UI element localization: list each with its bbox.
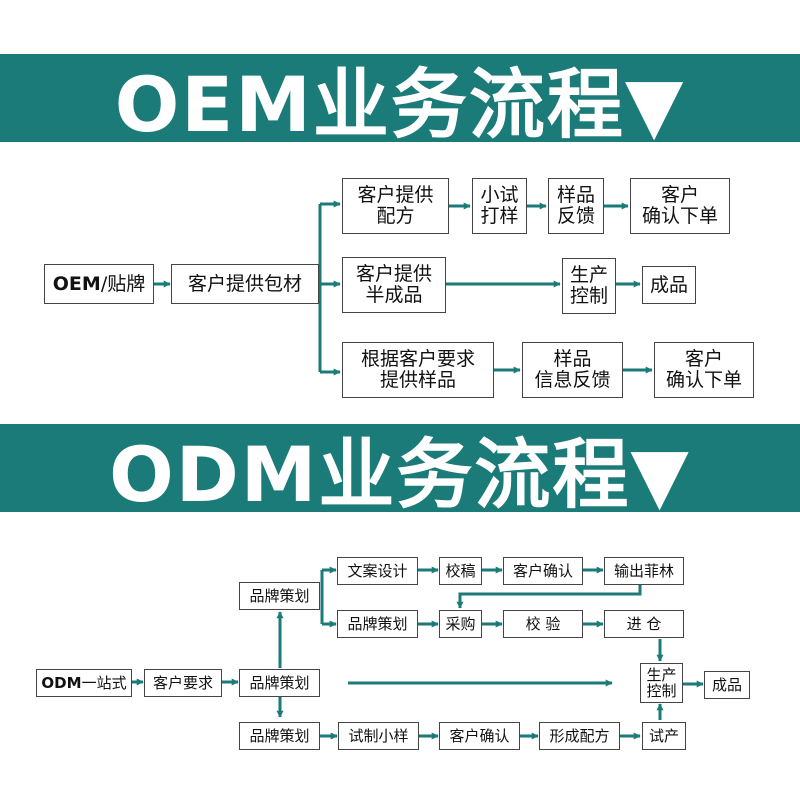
odm-start-box: ODM一站式 — [36, 669, 132, 697]
odm-start-suffix: 一站式 — [81, 673, 127, 692]
oem-start-prefix: OEM — [52, 272, 101, 295]
odm-trial-production: 试产 — [642, 722, 686, 750]
odm-copy-design: 文案设计 — [337, 557, 418, 585]
oem-banner: OEM业务流程▼ — [0, 54, 800, 149]
oem-confirm-order-2: 客户 确认下单 — [654, 342, 754, 398]
odm-brand-plan-main: 品牌策划 — [239, 669, 320, 697]
oem-semi-finished: 客户提供 半成品 — [342, 257, 446, 313]
odm-customer-confirm-2: 客户确认 — [439, 722, 520, 750]
oem-start-suffix: /贴牌 — [100, 272, 146, 295]
oem-production-control: 生产 控制 — [562, 258, 616, 314]
odm-customer-confirm-1: 客户确认 — [503, 557, 583, 585]
oem-supply-packaging: 客户提供包材 — [171, 264, 319, 304]
odm-warehouse: 进 仓 — [604, 610, 684, 638]
oem-sample-feedback: 样品 反馈 — [548, 178, 604, 234]
oem-by-request: 根据客户要求 提供样品 — [342, 342, 494, 398]
oem-start-box: OEM/贴牌 — [44, 264, 154, 304]
oem-formula: 客户提供 配方 — [342, 178, 449, 234]
odm-inspection: 校 验 — [503, 610, 583, 638]
odm-brand-plan-bottom: 品牌策划 — [239, 722, 320, 750]
odm-output-film: 输出菲林 — [604, 557, 684, 585]
odm-finished: 成品 — [704, 671, 750, 699]
odm-purchase: 采购 — [439, 610, 482, 638]
oem-finished: 成品 — [642, 266, 696, 304]
oem-confirm-order-1: 客户 确认下单 — [630, 178, 730, 234]
odm-trial-sample: 试制小样 — [338, 722, 419, 750]
odm-brand-plan-mid: 品牌策划 — [337, 610, 418, 638]
odm-formula: 形成配方 — [539, 722, 620, 750]
odm-banner: ODM业务流程▼ — [0, 424, 800, 519]
odm-arrow-return — [456, 585, 642, 609]
odm-title: ODM业务流程▼ — [109, 430, 691, 519]
odm-customer-requirements: 客户要求 — [144, 669, 222, 697]
odm-start-prefix: ODM — [41, 673, 82, 692]
odm-production-control: 生产 控制 — [640, 663, 683, 703]
oem-sample-info-feedback: 样品 信息反馈 — [522, 342, 623, 398]
odm-brand-plan-top: 品牌策划 — [239, 582, 320, 610]
oem-title: OEM业务流程▼ — [114, 60, 686, 149]
odm-proofread: 校稿 — [439, 557, 482, 585]
oem-trial: 小试 打样 — [472, 178, 527, 234]
